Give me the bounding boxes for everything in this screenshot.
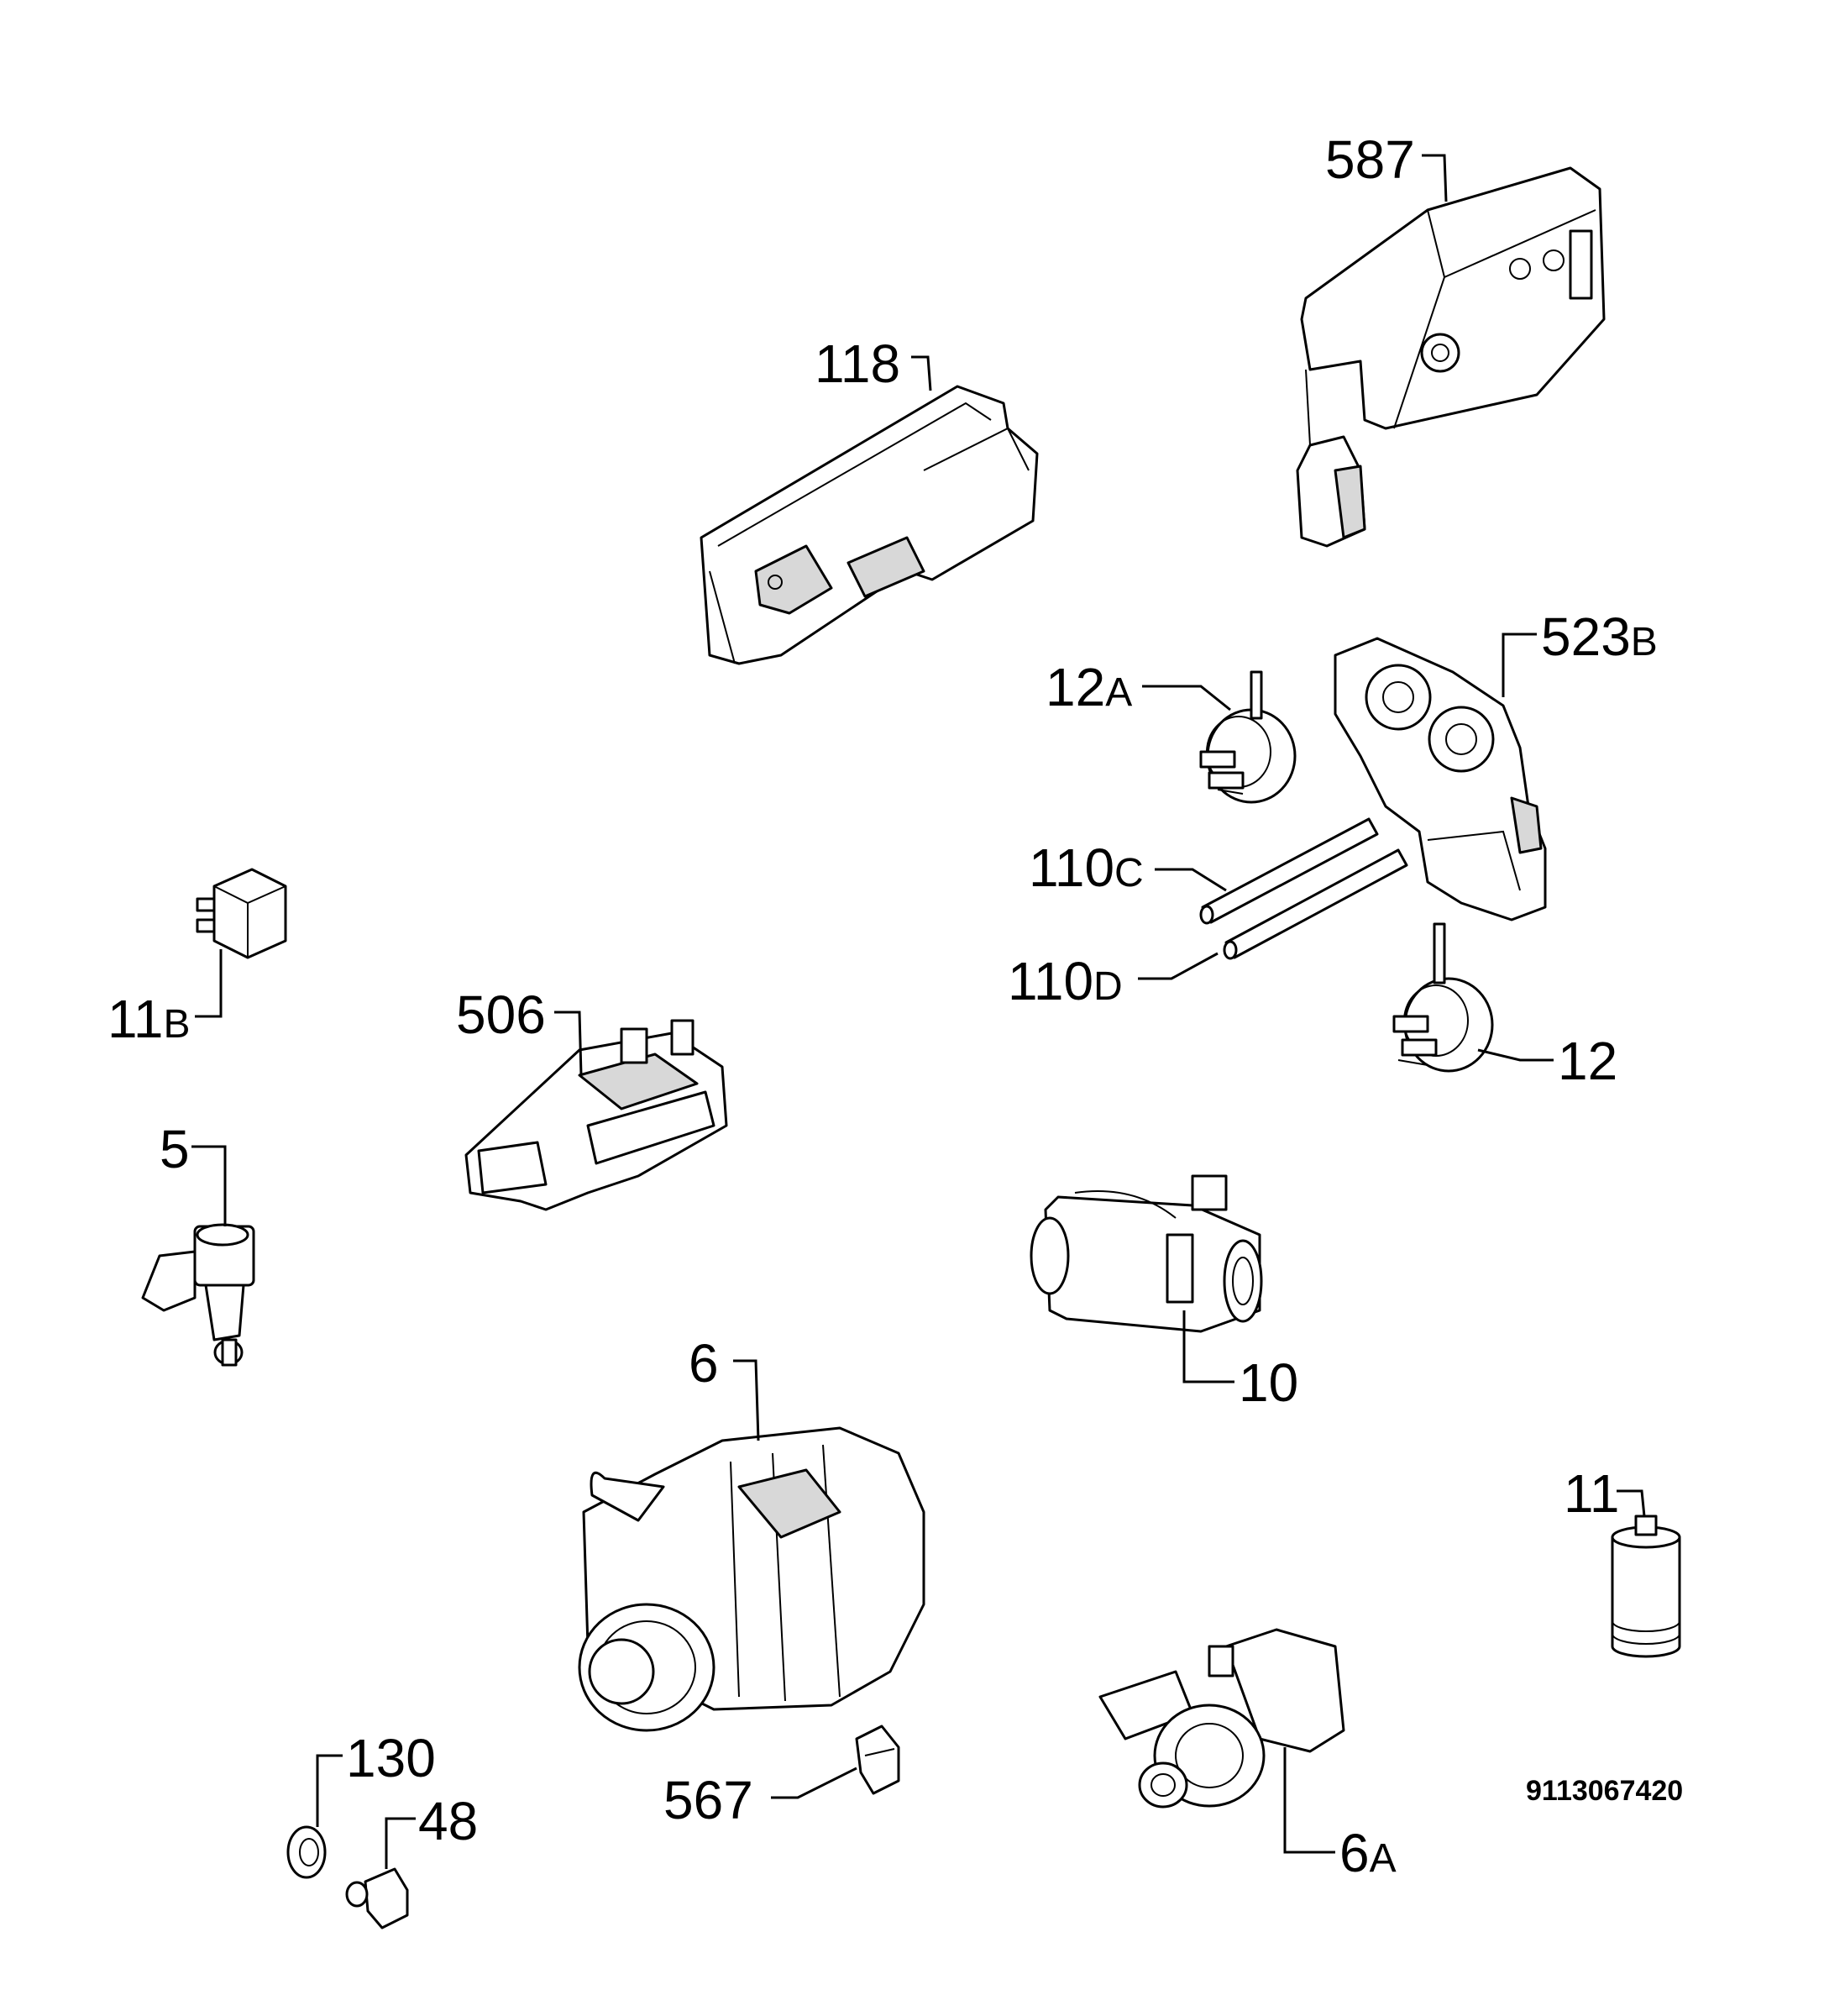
part-10-heater — [1030, 1174, 1263, 1333]
part-48-plug — [345, 1867, 409, 1929]
label-110d: 110D — [1008, 951, 1123, 1011]
part-587-control-module — [1296, 166, 1606, 548]
part-506-dispenser — [464, 1019, 728, 1211]
part-6a-drain-pump — [1098, 1628, 1345, 1809]
label-110c: 110C — [1029, 837, 1144, 898]
label-12: 12 — [1558, 1031, 1617, 1091]
label-11b: 11B — [107, 989, 190, 1049]
part-523b-bracket — [1334, 637, 1547, 921]
label-48: 48 — [418, 1791, 478, 1851]
part-130-seal — [286, 1825, 327, 1879]
label-6a: 6A — [1339, 1823, 1397, 1883]
label-11: 11 — [1564, 1463, 1619, 1524]
part-567-clip — [855, 1725, 900, 1795]
label-523b: 523B — [1541, 606, 1658, 667]
label-118: 118 — [815, 333, 900, 394]
label-587: 587 — [1325, 129, 1415, 190]
part-6-pump-motor — [578, 1426, 925, 1732]
label-567: 567 — [663, 1770, 753, 1830]
drawing-code: 9113067420 — [1526, 1775, 1683, 1807]
label-10: 10 — [1239, 1352, 1298, 1413]
label-130: 130 — [346, 1728, 436, 1788]
label-12a: 12A — [1046, 657, 1132, 717]
part-11b-relay — [196, 868, 287, 959]
label-5: 5 — [160, 1119, 190, 1179]
label-6: 6 — [689, 1333, 719, 1394]
part-5-inlet-valve — [141, 1223, 255, 1367]
part-12-pressure-switch — [1392, 922, 1494, 1073]
part-110c-tube — [1199, 817, 1379, 925]
label-506: 506 — [456, 984, 546, 1045]
part-110d-tube — [1223, 848, 1408, 960]
part-118-panel — [700, 385, 1039, 665]
part-11-capacitor — [1611, 1515, 1681, 1658]
part-12a-pressure-switch — [1199, 670, 1297, 804]
